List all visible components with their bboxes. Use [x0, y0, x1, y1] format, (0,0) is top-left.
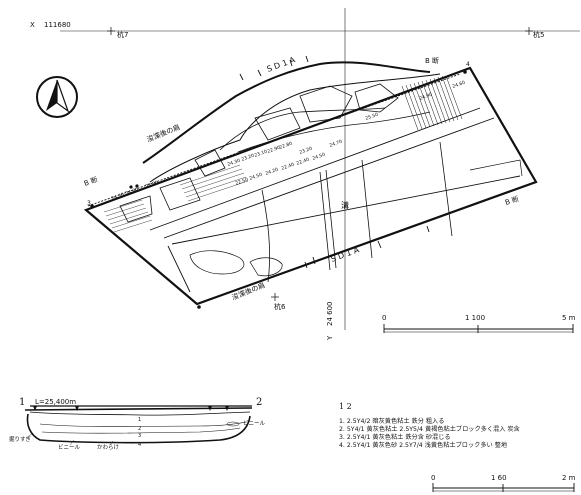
section-layer-1: 1: [138, 417, 141, 423]
elev-label: 24.70: [329, 139, 343, 149]
legend-line-1: 1. 2.5Y4/2 暗灰黄色粘土 鉄分 粗入る: [339, 417, 444, 425]
stake-6-marker: 杭6: [271, 293, 286, 311]
b-section-label-ne: B 断: [425, 56, 439, 65]
b-section-label-w: B 断: [83, 175, 99, 188]
section-point-ne: [463, 70, 467, 74]
kawarake-label: かわらけ: [97, 444, 120, 451]
elev-label: 22.90: [267, 145, 281, 155]
overdig-label: 掘りすぎ: [9, 435, 32, 443]
elev-label: 22.40: [296, 157, 310, 167]
legend-line-2: 2. 5Y4/1 黄灰色粘土 2.5Y5/4 黄褐色粘土ブロック多く混入 炭含: [339, 425, 520, 433]
elev-label: 24.20: [265, 167, 279, 177]
mizo-label: 溝: [341, 200, 349, 210]
elev-label: 24.60: [452, 80, 466, 90]
vinyl-right-label: ビニール: [243, 419, 266, 427]
section-layer-4: 4: [138, 442, 141, 448]
ditch-upper-bank: [142, 61, 431, 164]
excavation-boundary: [83, 66, 538, 306]
elev-label: 23.10: [254, 149, 268, 159]
ditch-features: [119, 83, 399, 223]
north-arrow-label: N: [0, 0, 1, 1]
north-arrow-icon: [36, 76, 78, 118]
stake-6-label: 杭6: [274, 302, 286, 311]
plan-scale-tick-end: 5 m: [562, 314, 576, 322]
elev-label: 22.80: [279, 141, 293, 151]
plan-scale-tick-mid: 1 100: [465, 314, 485, 322]
elevation-labels: 24.60 24.90 25.50 24.30 23.20 23.10 22.9…: [111, 80, 466, 202]
plan-scale-tick-0: 0: [382, 314, 386, 322]
legend-line-3: 3. 2.5Y4/1 黄灰色粘土 鉄分含 砂混じる: [339, 433, 451, 441]
stake-5-label: 杭5: [533, 30, 544, 39]
vinyl-left-label: ビニール: [58, 443, 81, 451]
section-point-w: [90, 204, 94, 208]
elev-label: 24.50: [249, 172, 263, 182]
stake-7-marker: 杭7: [107, 27, 128, 39]
elev-label: 24.90: [419, 92, 433, 102]
section-profile: [26, 413, 251, 444]
elev-label: 23.20: [241, 153, 255, 163]
elev-label: 23.50: [145, 180, 159, 190]
section-drawing: 1 2 L=25,400m 1 2 3 4 掘りすぎ ビニール かわらけ ビニー…: [9, 397, 266, 451]
point-4-label: 4: [466, 61, 470, 68]
stake-5-marker: 杭5: [525, 27, 544, 39]
elev-label: 24.60: [125, 187, 139, 197]
coordinate-grid: X 111680 24 600 Y 杭7 杭5 杭6: [30, 8, 580, 341]
elev-label: 24.50: [312, 152, 326, 162]
section-scale-bar: 0 1 60 2 m: [431, 474, 576, 492]
elev-label: 25.50: [365, 112, 379, 122]
elev-label: 24.30: [227, 158, 241, 168]
soil-legend: 1 2 1. 2.5Y4/2 暗灰黄色粘土 鉄分 粗入る 2. 5Y4/1 黄灰…: [339, 402, 520, 449]
section-layer-2: 2: [138, 426, 141, 432]
excavation-plan: S D 1 A S D 1 A 溝 B 断 B 断 B 断 浚渫後の肩 浚渫後の…: [83, 55, 538, 309]
section-right-number: 2: [256, 397, 262, 408]
contour-hatching-w: [103, 164, 249, 233]
elev-label: 22.50: [235, 177, 249, 187]
point-3-label: 3: [87, 200, 91, 207]
legend-line-4: 4. 2.5Y4/1 黄灰色砂 2.5Y7/4 浅黄色粘土ブロック多い 整地: [339, 441, 507, 449]
x-coord-value: 111680: [44, 21, 71, 29]
section-scale-tick-mid: 1 60: [491, 474, 507, 482]
y-coord-label: Y: [326, 335, 334, 341]
y-coord-value: 24 600: [326, 302, 334, 327]
stake-7-label: 杭7: [117, 30, 128, 39]
elev-label: 22.40: [281, 162, 295, 172]
elev-label: 23.20: [299, 146, 313, 156]
section-layer-3: 3: [138, 433, 141, 439]
section-scale-tick-end: 2 m: [562, 474, 576, 482]
plan-scale-bar: 0 1 100 5 m: [382, 314, 576, 333]
section-left-number: 1: [19, 397, 25, 408]
section-level-label: L=25,400m: [35, 398, 76, 406]
legend-title: 1 2: [339, 402, 352, 411]
b-section-label-e: B 断: [504, 194, 520, 207]
elev-label: 24.30: [111, 192, 125, 202]
section-scale-tick-0: 0: [431, 474, 435, 482]
x-coord-label: X: [30, 21, 35, 29]
